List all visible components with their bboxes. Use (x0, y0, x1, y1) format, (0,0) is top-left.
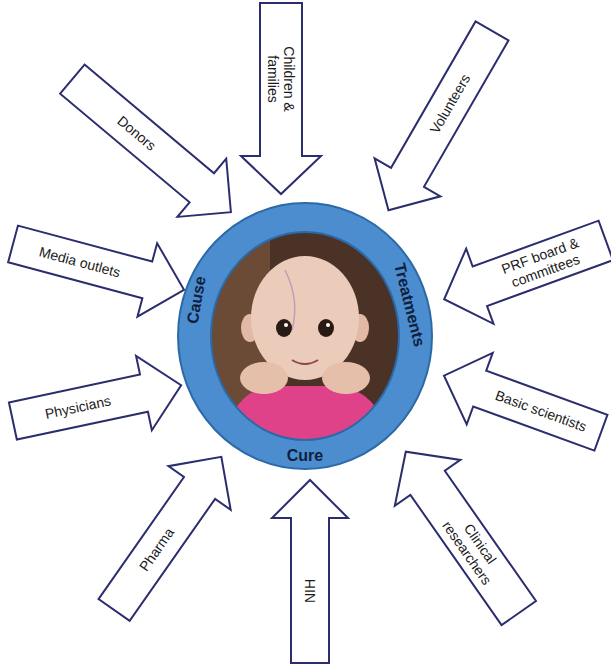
arrow-outline (272, 480, 348, 663)
photo-background-light (200, 220, 270, 450)
arrow-outline (355, 12, 524, 229)
block-arrow: Pharma (81, 433, 254, 633)
block-arrow: Basic scientists (429, 338, 611, 469)
ring-shape (177, 202, 433, 470)
photo-content (200, 220, 410, 450)
block-arrow: Volunteers (353, 11, 526, 232)
arrow-outline (430, 203, 611, 337)
arrow-outline (47, 50, 254, 241)
arrow-label: Clinical researchers (437, 505, 510, 591)
eye-glint (284, 323, 288, 327)
ring-label: Treatments (390, 261, 428, 348)
eye-glint (326, 323, 330, 327)
head (251, 256, 359, 380)
block-arrow: Media outlets (2, 206, 196, 328)
ring-label: Cure (287, 447, 323, 465)
arrow-outline (431, 340, 611, 469)
block-arrow: PRF board & committees (428, 202, 611, 339)
arrow-outline (82, 435, 252, 632)
ear (241, 314, 259, 342)
arrow-outline (3, 207, 194, 326)
arrow-outline (5, 348, 189, 458)
arrow-label: Volunteers (426, 71, 473, 136)
block-arrow: Children & families (240, 2, 322, 196)
block-arrow: Donors (46, 48, 257, 243)
arrow-label: Donors (114, 112, 159, 153)
smile (292, 360, 318, 364)
arrow-outline (373, 429, 552, 636)
eye (318, 319, 334, 337)
arrow-shape (271, 478, 349, 664)
arrow-outline (241, 3, 321, 194)
arrow-label: Media outlets (38, 243, 123, 280)
block-arrow: Clinical researchers (371, 426, 553, 637)
blue-ring (178, 203, 432, 469)
hand (240, 362, 288, 394)
photo-background (200, 220, 410, 450)
vein (285, 270, 295, 330)
arrow-label: PRF board & committees (494, 232, 591, 294)
arrow-label: Children & families (265, 39, 297, 119)
block-arrow: Physicians (4, 347, 191, 460)
arrow-label: Physicians (43, 393, 112, 423)
arrow-label: NIH (302, 579, 318, 603)
block-arrow: NIH (271, 478, 349, 664)
ring-label: Cause (184, 275, 210, 325)
hand (322, 362, 370, 394)
arrow-label: Pharma (135, 525, 176, 574)
goal-circle: Cause TreatmentsCure (177, 202, 433, 470)
ear (351, 314, 369, 342)
arrow-label: Basic scientists (493, 387, 588, 435)
pink-shirt (222, 386, 392, 450)
eye (276, 319, 292, 337)
